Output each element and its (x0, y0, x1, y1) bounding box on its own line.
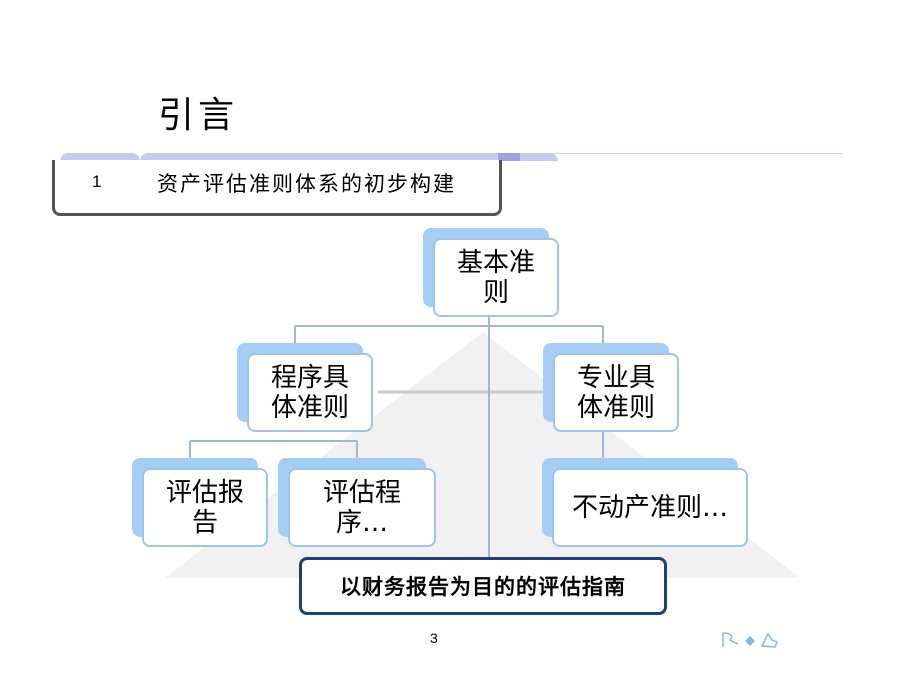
node-valuation-report: 评估报告 (142, 468, 268, 547)
node-professional-standards-label: 专业具体准则 (576, 362, 655, 423)
prev-arrow-icon[interactable] (722, 632, 739, 647)
next-hand-icon[interactable] (760, 632, 778, 648)
financial-reporting-guide-box: 以财务报告为目的的评估指南 (299, 557, 667, 615)
home-diamond-icon[interactable] (745, 636, 755, 646)
header-strip (60, 153, 842, 161)
guide-label: 以财务报告为目的的评估指南 (340, 575, 626, 599)
page-title: 引言 (158, 95, 239, 136)
connectors (189, 317, 604, 557)
node-valuation-procedure: 评估程序… (288, 468, 436, 547)
node-professional-standards: 专业具体准则 (553, 353, 679, 432)
node-basic-standards-label: 基本准则 (456, 247, 535, 308)
slide-nav (720, 630, 780, 654)
section-header-box (52, 160, 502, 216)
page-number: 3 (430, 630, 438, 646)
node-valuation-procedure-label: 评估程序… (322, 477, 401, 538)
node-basic-standards: 基本准则 (433, 238, 559, 317)
node-valuation-report-label: 评估报告 (165, 477, 244, 538)
node-procedural-standards: 程序具体准则 (247, 353, 373, 432)
section-title: 资产评估准则体系的初步构建 (157, 172, 456, 196)
node-real-estate-standards: 不动产准则… (552, 468, 748, 547)
node-real-estate-standards-label: 不动产准则… (571, 492, 728, 523)
section-number: 1 (92, 172, 102, 191)
node-procedural-standards-label: 程序具体准则 (270, 362, 349, 423)
